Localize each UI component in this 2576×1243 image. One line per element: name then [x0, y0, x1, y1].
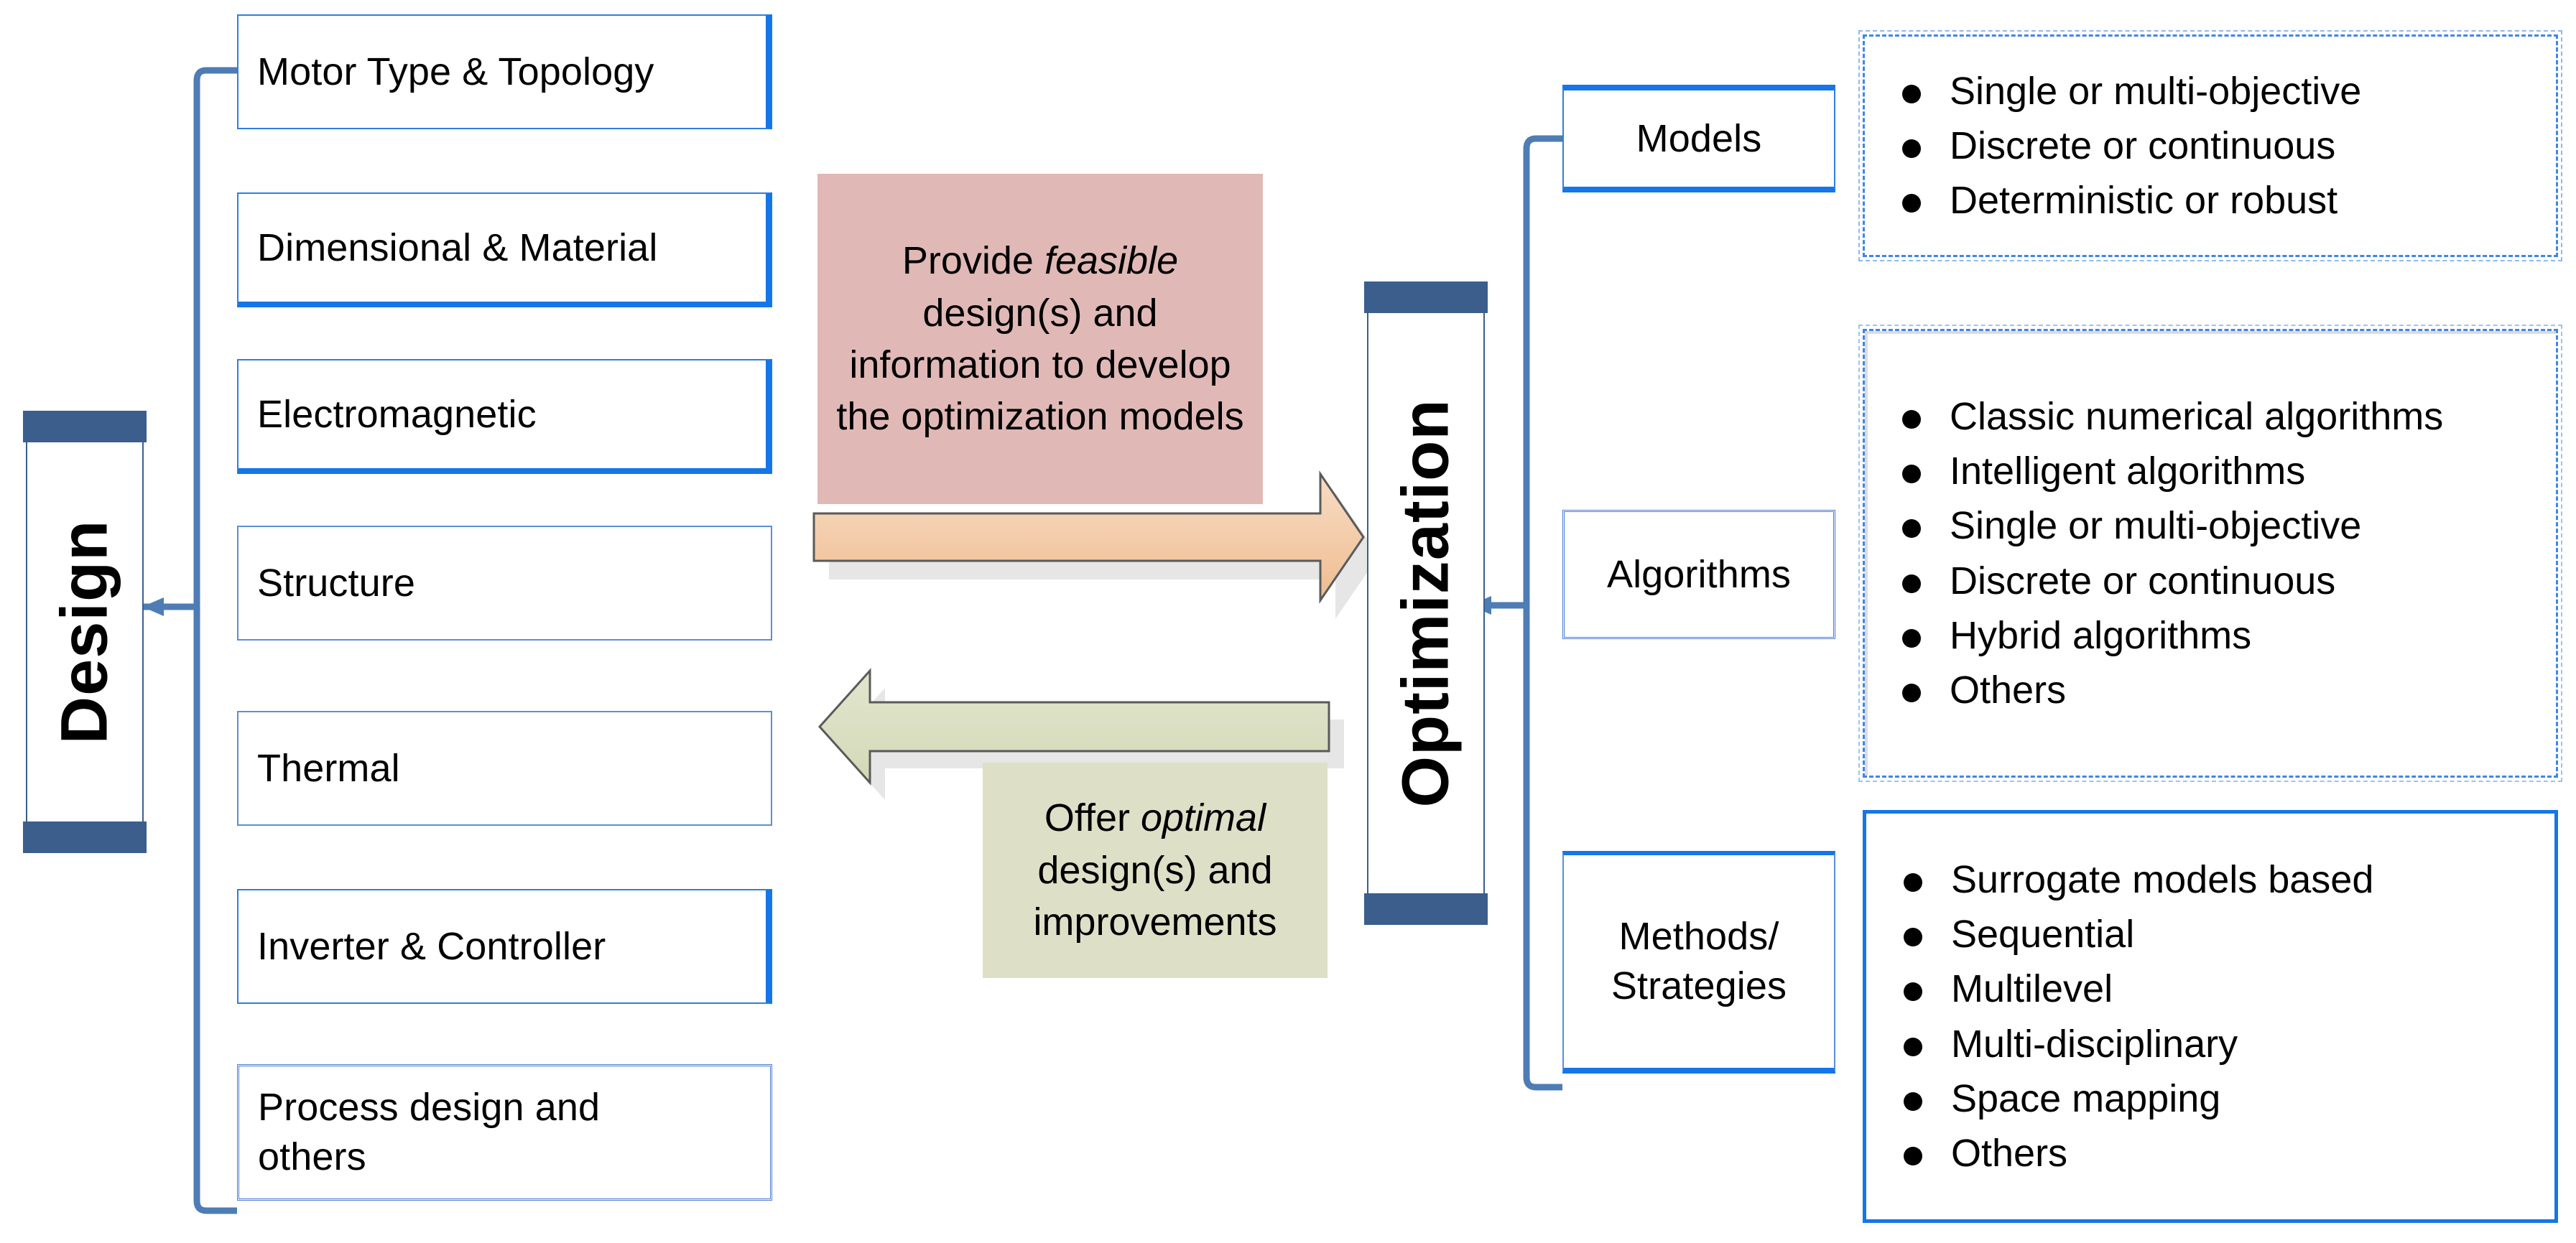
bullet-dot-icon	[1902, 628, 1921, 648]
list-item: Space mapping	[1904, 1076, 2533, 1120]
bullet-dot-icon	[1904, 982, 1922, 1002]
bullet-dot-icon	[1902, 464, 1921, 483]
algorithms-bullets-panel: Classic numerical algorithms Intelligent…	[1858, 325, 2562, 782]
list-item: Multilevel	[1904, 968, 2533, 1010]
bullet-dot-icon	[1904, 1037, 1922, 1056]
bullet-text: Multi-disciplinary	[1951, 1022, 2238, 1066]
bullet-dot-icon	[1904, 872, 1922, 892]
design-pill-cap-top	[23, 411, 147, 442]
list-item: Hybrid algorithms	[1902, 613, 2534, 657]
design-bracket	[142, 67, 237, 1214]
bullet-text: Discrete or continuous	[1950, 124, 2336, 167]
backward-message-text: Offer optimal design(s) and improvements	[993, 792, 1317, 948]
bullet-text: Intelligent algorithms	[1950, 449, 2306, 493]
bullet-text: Single or multi-objective	[1950, 69, 2362, 113]
bullet-text: Deterministic or robust	[1950, 179, 2338, 223]
optimization-group-models[interactable]: Models	[1562, 85, 1835, 192]
design-item-process-design[interactable]: Process design and others	[237, 1064, 772, 1201]
forward-message-emphasis: feasible	[1044, 239, 1179, 283]
optimization-title: Optimization	[1389, 399, 1463, 808]
list-item: Intelligent algorithms	[1902, 450, 2534, 492]
bullet-text: Classic numerical algorithms	[1950, 394, 2444, 438]
list-item: Single or multi-objective	[1902, 70, 2534, 112]
design-item-label-line2: others	[258, 1135, 366, 1178]
forward-message-text: Provide feasible design(s) and informati…	[828, 235, 1253, 442]
optimization-group-label-line2: Strategies	[1611, 964, 1787, 1007]
optimization-group-label: Models	[1636, 117, 1762, 160]
design-item-dimensional-material[interactable]: Dimensional & Material	[237, 192, 772, 307]
list-item: Sequential	[1904, 913, 2533, 955]
forward-message-pre: Provide	[902, 239, 1044, 283]
design-item-label: Dimensional & Material	[257, 226, 658, 269]
bullet-text: Discrete or continuous	[1950, 559, 2336, 602]
design-item-label: Motor Type & Topology	[257, 50, 654, 93]
bullet-text: Hybrid algorithms	[1950, 613, 2252, 657]
design-item-thermal[interactable]: Thermal	[237, 711, 772, 826]
bullet-text: Multilevel	[1951, 967, 2113, 1011]
bullet-text: Sequential	[1951, 912, 2135, 956]
list-item: Multi-disciplinary	[1904, 1023, 2533, 1065]
optimization-pill-cap-top	[1364, 281, 1488, 313]
bullet-text: Others	[1951, 1132, 2068, 1176]
bullet-text: Surrogate models based	[1951, 857, 2374, 901]
bullet-dot-icon	[1902, 194, 1921, 213]
backward-message-pre: Offer	[1044, 796, 1141, 840]
bullet-text: Space mapping	[1951, 1076, 2221, 1120]
optimization-group-methods-strategies[interactable]: Methods/ Strategies	[1562, 851, 1835, 1074]
bullet-dot-icon	[1902, 84, 1921, 103]
forward-arrow-shadow	[829, 493, 1379, 619]
design-bracket-arrow	[142, 597, 164, 616]
design-item-label: Electromagnetic	[257, 393, 537, 436]
backward-message-box: Offer optimal design(s) and improvements	[983, 763, 1328, 978]
backward-message-post: design(s) and improvements	[1033, 848, 1277, 944]
design-item-motor-type[interactable]: Motor Type & Topology	[237, 14, 772, 129]
design-item-label: Thermal	[257, 747, 400, 790]
bullet-dot-icon	[1902, 574, 1921, 593]
backward-message-emphasis: optimal	[1140, 796, 1266, 840]
design-item-electromagnetic[interactable]: Electromagnetic	[237, 359, 772, 474]
list-item: Classic numerical algorithms	[1902, 394, 2534, 438]
design-item-inverter-controller[interactable]: Inverter & Controller	[237, 889, 772, 1004]
bullet-dot-icon	[1904, 1091, 1922, 1111]
list-item: Others	[1904, 1132, 2533, 1174]
list-item: Others	[1902, 669, 2534, 711]
list-item: Discrete or continuous	[1902, 125, 2534, 167]
bullet-dot-icon	[1902, 139, 1921, 158]
design-item-label: Structure	[257, 562, 415, 605]
optimization-pill-cap-bottom	[1364, 893, 1488, 925]
bullet-text: Single or multi-objective	[1950, 504, 2362, 548]
bullet-dot-icon	[1902, 409, 1921, 429]
design-item-label-line1: Process design and	[258, 1085, 601, 1129]
list-item: Surrogate models based	[1904, 857, 2533, 901]
optimization-pill: Optimization	[1364, 281, 1488, 925]
forward-message-box: Provide feasible design(s) and informati…	[817, 174, 1263, 504]
bullet-text: Others	[1950, 669, 2067, 712]
bullet-dot-icon	[1902, 684, 1921, 703]
design-item-structure[interactable]: Structure	[237, 526, 772, 641]
models-bullets-panel: Single or multi-objective Discrete or co…	[1858, 30, 2562, 261]
forward-message-post: design(s) and information to develop the…	[836, 291, 1244, 439]
optimization-group-algorithms[interactable]: Algorithms	[1562, 510, 1835, 639]
design-item-label: Inverter & Controller	[257, 925, 606, 968]
list-item: Single or multi-objective	[1902, 504, 2534, 548]
design-pill: Design	[23, 411, 147, 853]
optimization-group-label: Algorithms	[1606, 553, 1792, 596]
list-item: Discrete or continuous	[1902, 559, 2534, 602]
optimization-group-label-line1: Methods/	[1618, 914, 1779, 958]
bullet-dot-icon	[1904, 1147, 1922, 1166]
design-title: Design	[47, 519, 121, 745]
bullet-dot-icon	[1902, 519, 1921, 539]
list-item: Deterministic or robust	[1902, 180, 2534, 221]
methods-bullets-panel: Surrogate models based Sequential Multil…	[1863, 810, 2558, 1223]
design-pill-cap-bottom	[23, 821, 147, 853]
bullet-dot-icon	[1904, 927, 1922, 946]
